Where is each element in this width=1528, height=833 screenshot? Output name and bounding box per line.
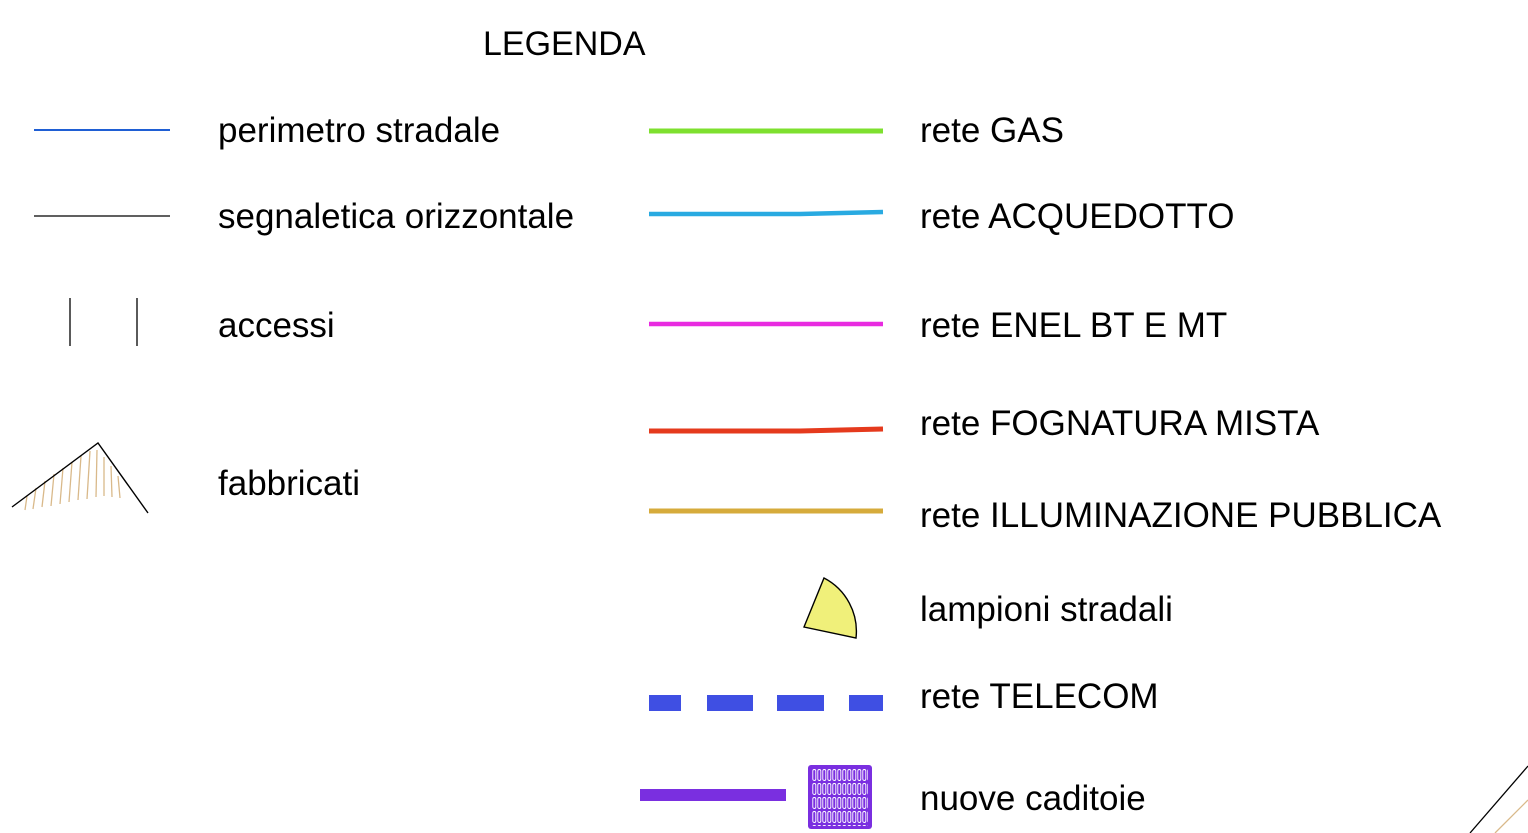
label-rete-illuminazione: rete ILLUMINAZIONE PUBBLICA <box>920 496 1442 535</box>
lampione-symbol <box>803 577 858 639</box>
label-nuove-caditoie: nuove caditoie <box>920 779 1146 818</box>
label-lampioni-stradali: lampioni stradali <box>920 590 1173 629</box>
label-perimetro-stradale: perimetro stradale <box>218 111 501 150</box>
label-rete-fognatura: rete FOGNATURA MISTA <box>920 404 1320 443</box>
legend-title: LEGENDA <box>483 25 646 63</box>
rete-acquedotto-line <box>649 209 884 217</box>
nuove-caditoie-symbol <box>640 765 872 829</box>
label-rete-acquedotto: rete ACQUEDOTTO <box>920 197 1235 236</box>
label-rete-gas: rete GAS <box>920 111 1064 150</box>
label-rete-enel: rete ENEL BT E MT <box>920 306 1228 345</box>
fabbricato-symbol <box>11 442 149 514</box>
label-segnaletica-orizzontale: segnaletica orizzontale <box>218 197 575 236</box>
corner-fragment <box>1469 765 1528 833</box>
label-rete-telecom: rete TELECOM <box>920 677 1159 716</box>
label-fabbricati: fabbricati <box>218 464 361 503</box>
accessi-symbol <box>69 298 138 346</box>
label-accessi: accessi <box>218 306 335 345</box>
rete-telecom-line <box>649 695 883 711</box>
rete-fognatura-line <box>649 426 884 434</box>
